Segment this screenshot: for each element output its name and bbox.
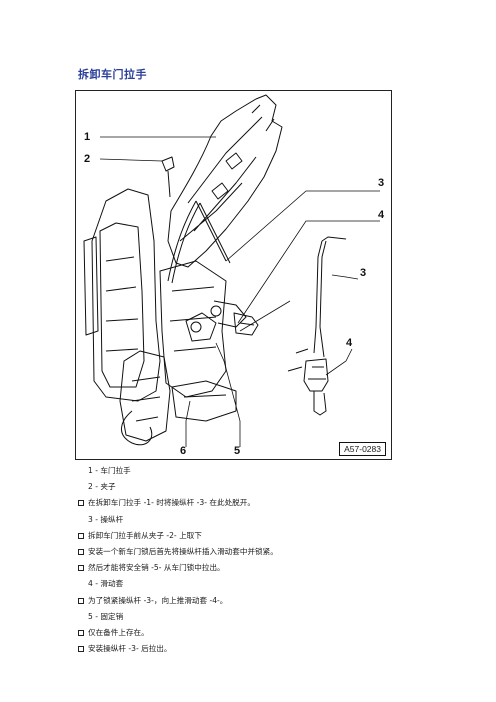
slide-sleeve bbox=[233, 312, 259, 336]
page-title: 拆卸车门拉手 bbox=[78, 68, 147, 81]
callout-3-detail: 3 bbox=[360, 267, 367, 279]
callout-4-detail: 4 bbox=[346, 337, 353, 349]
clip-part bbox=[161, 156, 175, 198]
door-lock-housing bbox=[91, 188, 161, 402]
legend-item: 4 - 滑动套 bbox=[88, 579, 124, 589]
legend-item: 5 - 固定销 bbox=[88, 611, 124, 621]
square-bullet-icon bbox=[78, 629, 84, 636]
legend-note: 拆卸车门拉手前从夹子 -2- 上取下 bbox=[78, 528, 458, 544]
callout-4: 4 bbox=[378, 209, 385, 221]
legend-note: 安装一个新车门锁后首先将操纵杆插入滑动套中并锁紧。 bbox=[78, 544, 458, 560]
legend-note: 在拆卸车门拉手 -1- 时将操纵杆 -3- 在此处脱开。 bbox=[78, 495, 458, 511]
detail-rod bbox=[315, 236, 347, 328]
legend-list: 1 - 车门拉手 2 - 夹子 在拆卸车门拉手 -1- 时将操纵杆 -3- 在此… bbox=[78, 463, 458, 657]
detail-sleeve bbox=[303, 358, 329, 392]
legend-item: 1 - 车门拉手 bbox=[88, 466, 131, 475]
door-handle-part bbox=[167, 94, 283, 268]
legend-note: 安装操纵杆 -3- 后拉出。 bbox=[78, 641, 458, 657]
legend-note: 为了锁紧操纵杆 -3-，向上推滑动套 -4-。 bbox=[78, 593, 458, 609]
square-bullet-icon bbox=[78, 646, 84, 653]
door-handle-drawing bbox=[83, 94, 380, 447]
callout-1: 1 bbox=[84, 131, 91, 143]
square-bullet-icon bbox=[78, 532, 84, 539]
exploded-diagram-figure: 1 2 3 4 3 4 6 5 A57-0283 bbox=[75, 90, 392, 460]
callout-6: 6 bbox=[180, 445, 187, 457]
callout-3: 3 bbox=[378, 177, 385, 189]
figure-id-label: A57-0283 bbox=[339, 442, 386, 456]
square-bullet-icon bbox=[78, 565, 84, 572]
legend-item: 3 - 操纵杆 bbox=[88, 514, 124, 524]
legend-note: 仅在备件上存在。 bbox=[78, 625, 458, 641]
square-bullet-icon bbox=[78, 597, 84, 604]
square-bullet-icon bbox=[78, 500, 84, 507]
square-bullet-icon bbox=[78, 548, 84, 555]
legend-note: 然后才能将安全销 -5- 从车门锁中拉出。 bbox=[78, 560, 458, 576]
legend-item: 2 - 夹子 bbox=[88, 482, 116, 492]
callout-5: 5 bbox=[234, 445, 241, 457]
operating-rod bbox=[167, 200, 201, 284]
callout-2: 2 bbox=[84, 153, 91, 165]
